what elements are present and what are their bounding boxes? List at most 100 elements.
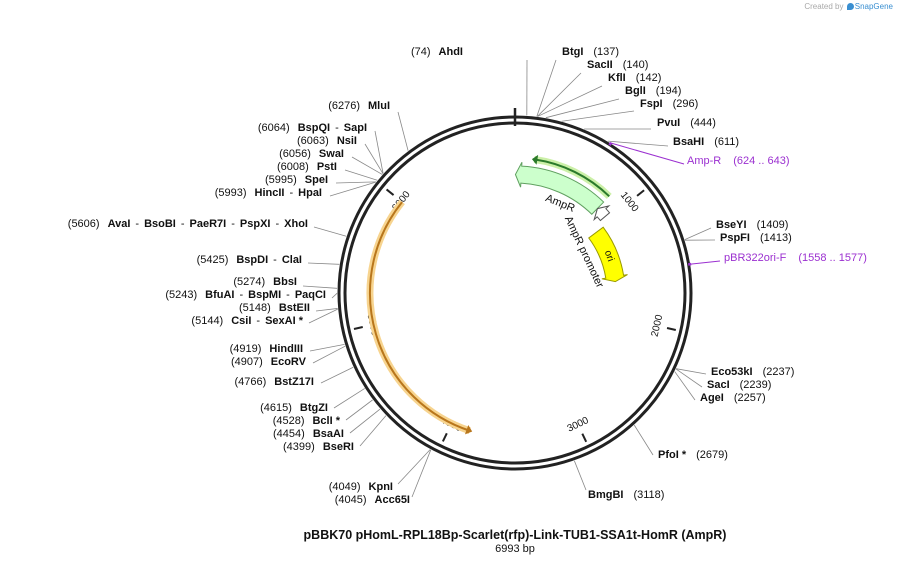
- site-position: (142): [636, 72, 662, 84]
- site-leader: [344, 169, 378, 181]
- site-enzyme: BclI *: [312, 415, 340, 427]
- orf-glow: [366, 199, 471, 435]
- site-enzyme: NsiI: [337, 135, 357, 147]
- site-position: (6063): [297, 135, 329, 147]
- site-position: (140): [623, 59, 649, 71]
- site-label: (5425)BspDI-ClaI: [197, 254, 302, 266]
- site-label: BmgBI(3118): [588, 489, 664, 501]
- site-label: (5148)BstEII: [239, 302, 310, 314]
- site-enzyme: CsiI: [231, 315, 251, 327]
- site-leader: [331, 292, 338, 299]
- site-position: (5274): [233, 276, 265, 288]
- site-position: (194): [656, 85, 682, 97]
- site-separator: -: [181, 218, 185, 230]
- primer-range: (624 .. 643): [733, 155, 789, 167]
- orf-arrows: [366, 154, 612, 435]
- site-enzyme: BsaHI: [673, 136, 704, 148]
- credit-prefix: Created by: [804, 2, 844, 11]
- site-label: BsaHI (611): [673, 136, 739, 148]
- site-enzyme: BbsI: [273, 276, 297, 288]
- site-position: (4454): [273, 428, 305, 440]
- site-label: (5274) BbsI: [233, 276, 297, 288]
- site-leader: [333, 388, 365, 409]
- site-separator: -: [289, 187, 293, 199]
- site-separator: -: [231, 218, 235, 230]
- site-leader: [684, 227, 712, 240]
- site-label: (4766)BstZ17I: [234, 376, 314, 388]
- plasmid-name: pBBK70 pHomL-RPL18Bp-Scarlet(rfp)-Link-T…: [303, 528, 727, 542]
- feature-ori: [588, 226, 628, 283]
- site-label: (6008) PstI: [277, 161, 337, 173]
- site-position: (6276): [328, 100, 360, 112]
- site-leader: [313, 226, 347, 237]
- site-position: (611): [714, 136, 739, 148]
- site-label: (4907)EcoRV: [231, 356, 307, 368]
- site-position: (1409): [757, 219, 789, 231]
- site-enzyme: SacII: [587, 59, 613, 71]
- snapgene-logo-icon: [846, 3, 854, 10]
- site-enzyme: PfoI *: [658, 449, 687, 461]
- site-leader: [545, 98, 620, 119]
- tick-label: 3000: [566, 415, 591, 435]
- site-label: (4045)Acc65I: [335, 494, 410, 506]
- site-label: PspFI(1413): [720, 232, 792, 244]
- site-leader: [349, 408, 381, 434]
- tick-label: 1000: [618, 190, 641, 215]
- site-enzyme: PspXI: [240, 218, 271, 230]
- site-enzyme: FspI: [640, 98, 663, 110]
- site-enzyme: MluI: [368, 100, 390, 112]
- site-label: Eco53kI (2237): [711, 366, 794, 378]
- site-position: (5148): [239, 302, 271, 314]
- site-separator: -: [275, 218, 279, 230]
- site-position: (4919): [230, 343, 262, 355]
- site-leader: [307, 262, 340, 265]
- site-leader: [320, 366, 354, 384]
- site-enzyme: BfuAI: [205, 289, 234, 301]
- site-enzyme: PstI: [317, 161, 337, 173]
- primer-name: pBR322ori-F: [724, 252, 787, 264]
- site-label: PvuI(444): [657, 117, 716, 129]
- backbone-outer-strand: [337, 115, 693, 471]
- site-enzyme: KflI: [608, 72, 626, 84]
- site-label: (4919)HindIII: [230, 343, 303, 355]
- primer-annotations: Amp-R(624 .. 643)pBR322ori-F(1558 .. 157…: [608, 141, 867, 266]
- tick-mark: [666, 327, 677, 331]
- site-enzyme: HpaI: [298, 187, 322, 199]
- site-separator: -: [135, 218, 139, 230]
- site-enzyme: BsoBI: [144, 218, 176, 230]
- site-position: (4766): [234, 376, 266, 388]
- site-leader: [536, 59, 557, 117]
- snapgene-credit: Created by SnapGene: [804, 2, 893, 11]
- site-position: (2237): [763, 366, 795, 378]
- site-position: (2239): [740, 379, 772, 391]
- site-position: (6008): [277, 161, 309, 173]
- site-label: (4399)BseRI: [283, 441, 354, 453]
- site-leader: [309, 343, 345, 352]
- tick-mark: [581, 433, 588, 443]
- orf-arrow-head: [531, 154, 539, 165]
- site-enzyme: Eco53kI: [711, 366, 753, 378]
- site-position: (4528): [273, 415, 305, 427]
- site-enzyme: AhdI: [439, 46, 463, 58]
- site-leader: [329, 181, 376, 197]
- site-label: (4049)KpnI: [329, 481, 393, 493]
- site-leader: [607, 140, 669, 147]
- site-separator: -: [256, 315, 260, 327]
- feature-label-ori: ori: [602, 249, 616, 263]
- site-position: (74): [411, 46, 431, 58]
- site-label: BtgI(137): [562, 46, 619, 58]
- tick-mark: [636, 189, 645, 197]
- tick-mark: [353, 326, 363, 330]
- tick-mark: [441, 432, 448, 442]
- site-enzyme: PaqCI: [295, 289, 326, 301]
- site-enzyme: BspQI: [298, 122, 330, 134]
- site-label: KflI (142): [608, 72, 661, 84]
- site-enzyme: SwaI: [319, 148, 344, 160]
- site-enzyme: Acc65I: [375, 494, 410, 506]
- primer-leader: [610, 142, 685, 165]
- site-label: SacI(2239): [707, 379, 771, 391]
- site-position: (137): [593, 46, 619, 58]
